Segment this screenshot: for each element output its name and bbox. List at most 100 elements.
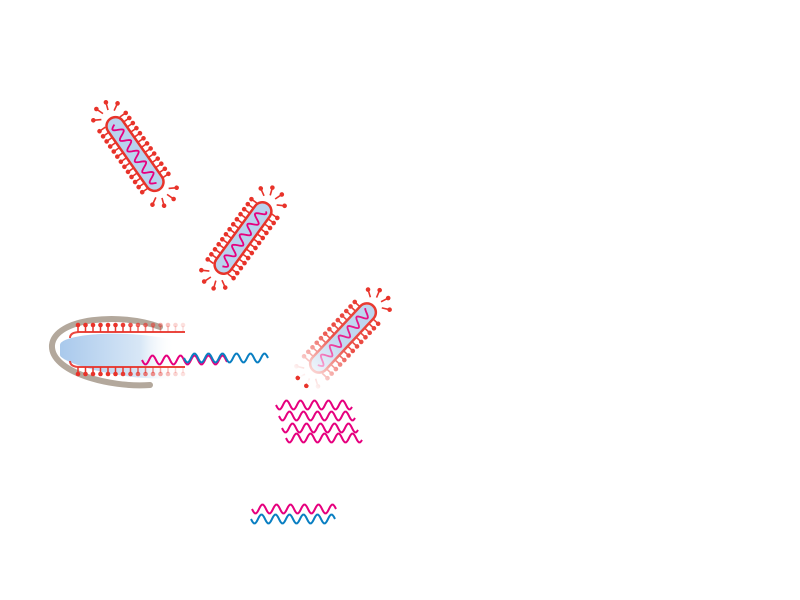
glycoprotein-head [201, 279, 207, 284]
glycoprotein-head [105, 371, 111, 377]
envelope-fragment [69, 360, 185, 368]
glycoprotein-head [295, 375, 301, 381]
glycoprotein-head [98, 371, 103, 377]
glycoprotein-head [227, 226, 232, 232]
glycoprotein-head [136, 184, 141, 190]
glycoprotein-head [209, 252, 214, 257]
rna-strand-icon [275, 399, 353, 411]
glycoprotein-head [249, 196, 254, 202]
glycoprotein-head [205, 257, 211, 262]
glycoprotein-head [230, 221, 236, 227]
glycoprotein-head [199, 267, 204, 273]
glycoprotein-head [129, 174, 134, 180]
glycoprotein-head [104, 139, 109, 144]
glycoprotein-head [128, 371, 133, 377]
glycoprotein-head [279, 192, 285, 197]
glycoprotein-head [219, 236, 225, 242]
glycoprotein-head [122, 164, 127, 170]
glycoprotein-head [130, 120, 136, 126]
glycoprotein-head [120, 371, 126, 377]
glycoprotein-head [238, 211, 243, 217]
glycoprotein-head [241, 206, 247, 212]
glycoprotein-head [125, 169, 131, 175]
virion-icon [286, 279, 400, 397]
rna-strand-icon [251, 503, 337, 515]
glycoprotein-head [97, 128, 102, 134]
glycoprotein-head [135, 371, 141, 377]
glycoprotein-head [223, 231, 229, 237]
glycoprotein-head [118, 159, 124, 165]
glycoprotein-head [258, 186, 264, 191]
glycoprotein-head [137, 130, 143, 136]
glycoprotein-head [234, 270, 240, 276]
glycoprotein-head [120, 322, 126, 328]
glycoprotein-head [83, 371, 88, 377]
endosome-icon [49, 316, 186, 389]
glycoprotein-head [173, 322, 178, 328]
glycoprotein-head [165, 371, 171, 377]
diagram-layer [49, 100, 400, 525]
glycoprotein-head [267, 225, 273, 231]
rna-genome [222, 211, 268, 268]
rna-strand-icon [281, 422, 359, 434]
glycoprotein-head [256, 240, 262, 246]
glycoprotein-head [123, 110, 129, 116]
glycoprotein-head [115, 101, 120, 106]
glycoprotein-head [385, 295, 391, 301]
glycoprotein-head [143, 322, 148, 328]
glycoprotein-head [245, 201, 251, 207]
glycoprotein-head [161, 203, 167, 208]
glycoprotein-head [105, 322, 111, 328]
glycoprotein-head [128, 322, 133, 328]
glycoprotein-head [144, 141, 150, 146]
glycoprotein-head [173, 371, 178, 377]
glycoprotein-head [162, 166, 168, 172]
glycoprotein-head [91, 117, 96, 123]
glycoprotein-head [245, 255, 251, 261]
glycoprotein-head [115, 154, 120, 159]
glycoprotein-head [271, 220, 276, 226]
glycoprotein-head [83, 322, 88, 328]
glycoprotein-head [132, 179, 138, 185]
glycoprotein-head [107, 144, 113, 149]
glycoprotein-head [150, 202, 155, 207]
glycoprotein-head [171, 196, 176, 202]
glycoprotein-head [234, 216, 240, 222]
glycoprotein-head [158, 322, 163, 328]
virion-icon [199, 185, 287, 291]
glycoprotein-head [158, 161, 164, 166]
glycoprotein-head [231, 275, 236, 281]
glycoprotein-head [100, 134, 106, 139]
glycoprotein-head [211, 286, 216, 291]
glycoprotein-head [126, 115, 132, 121]
glycoprotein-head [282, 203, 287, 209]
glycoprotein-head [113, 322, 118, 328]
glycoprotein-head [275, 215, 280, 221]
glycoprotein-head [111, 149, 117, 154]
rna-genome [111, 124, 157, 185]
glycoprotein-head [158, 371, 163, 377]
glycoprotein-head [141, 135, 146, 141]
glycoprotein-head [264, 230, 269, 236]
glycoprotein-head [150, 371, 156, 377]
glycoprotein-head [212, 247, 218, 252]
glycoprotein-head [75, 371, 81, 377]
glycoprotein-head [180, 371, 186, 377]
glycoprotein-head [90, 371, 96, 377]
rna-strand-icon [285, 432, 363, 444]
glycoprotein-head [377, 287, 382, 293]
glycoprotein-head [94, 106, 99, 112]
glycoprotein-head [155, 156, 161, 161]
rna-strand-icon [250, 513, 336, 525]
glycoprotein-head [150, 322, 156, 328]
rna-strand-icon [183, 352, 269, 364]
glycoprotein-head [304, 383, 309, 389]
rna-strand-icon [278, 410, 356, 422]
glycoprotein-head [151, 151, 157, 156]
glycoprotein-head [242, 260, 247, 266]
glycoprotein-head [134, 125, 139, 131]
glycoprotein-head [249, 250, 255, 256]
glycoprotein-head [216, 241, 221, 247]
